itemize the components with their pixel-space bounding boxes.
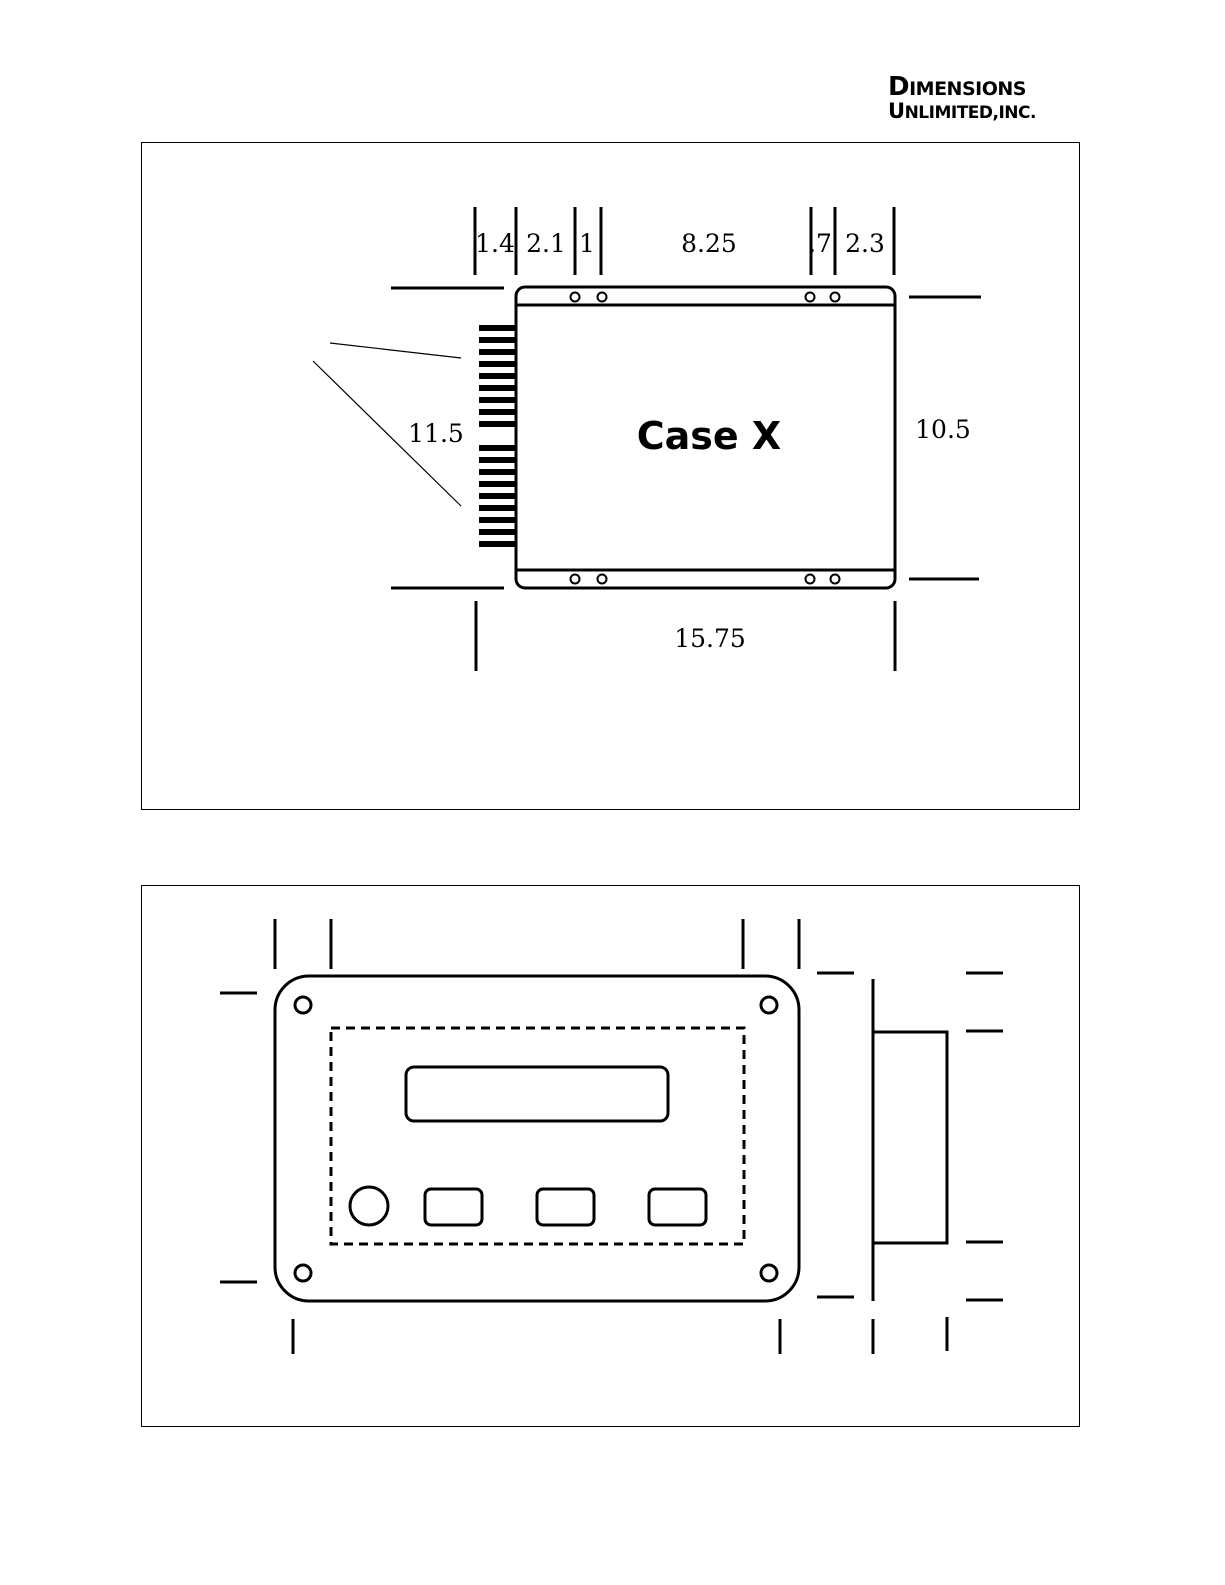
mounting-hole: [831, 575, 840, 584]
connector-pin: [479, 325, 516, 331]
top-view-drawing: 1.4 2.1 1 8.25 .7 2.3 11.5 10.5 15.75 Ca…: [142, 143, 1081, 811]
mounting-hole: [295, 1265, 311, 1281]
button-1: [425, 1189, 482, 1225]
front-view-panel: [141, 885, 1080, 1427]
dim-label-1-4: 1.4: [475, 229, 515, 258]
mounting-hole: [571, 575, 580, 584]
case-label: Case X: [637, 414, 781, 458]
display-window: [406, 1067, 668, 1121]
connector-pin: [479, 529, 516, 535]
dim-label-2-3: 2.3: [845, 229, 885, 258]
connector-pin: [479, 397, 516, 403]
connector-pin: [479, 541, 516, 547]
connector-pin: [479, 469, 516, 475]
connector-pin: [479, 361, 516, 367]
dim-label-2-1: 2.1: [526, 229, 566, 258]
dim-label-width: 15.75: [674, 624, 746, 653]
connector-pin: [479, 457, 516, 463]
dim-label-1: 1: [579, 229, 595, 258]
front-view-drawing: [142, 886, 1081, 1428]
logo-word-dimensions: IMENSIONS: [909, 78, 1026, 100]
mounting-hole: [761, 997, 777, 1013]
side-view-body: [873, 1032, 947, 1243]
connector-pin: [479, 409, 516, 415]
connector-pin: [479, 349, 516, 355]
top-view-panel: 1.4 2.1 1 8.25 .7 2.3 11.5 10.5 15.75 Ca…: [141, 142, 1080, 810]
dim-label-height-right: 10.5: [915, 415, 971, 444]
logo-initial-d: D: [888, 72, 909, 102]
mounting-hole: [571, 293, 580, 302]
connector-pin: [479, 505, 516, 511]
mounting-hole: [831, 293, 840, 302]
connector-pin: [479, 445, 516, 451]
leader-line: [330, 343, 461, 358]
dim-label-8-25: 8.25: [681, 229, 737, 258]
connector-pin: [479, 421, 516, 427]
mounting-hole: [761, 1265, 777, 1281]
front-plate: [275, 976, 799, 1301]
connector-pin: [479, 385, 516, 391]
logo-word-unlimited: NLIMITED,INC.: [905, 103, 1036, 123]
dim-label-height-left: 11.5: [408, 419, 464, 448]
connector-pin: [479, 337, 516, 343]
connector-pin: [479, 493, 516, 499]
mounting-hole: [598, 575, 607, 584]
connector-pin: [479, 373, 516, 379]
edge-connector: [479, 325, 516, 547]
control-knob: [350, 1187, 388, 1225]
connector-pin: [479, 517, 516, 523]
mounting-hole: [806, 293, 815, 302]
company-logo: DIMENSIONS UNLIMITED,INC.: [888, 74, 1036, 122]
button-3: [649, 1189, 706, 1225]
mounting-hole: [806, 575, 815, 584]
logo-initial-u: U: [888, 99, 905, 123]
mounting-hole: [295, 997, 311, 1013]
button-2: [537, 1189, 594, 1225]
mounting-hole: [598, 293, 607, 302]
connector-pin: [479, 481, 516, 487]
dim-label-0-7: .7: [808, 229, 832, 258]
